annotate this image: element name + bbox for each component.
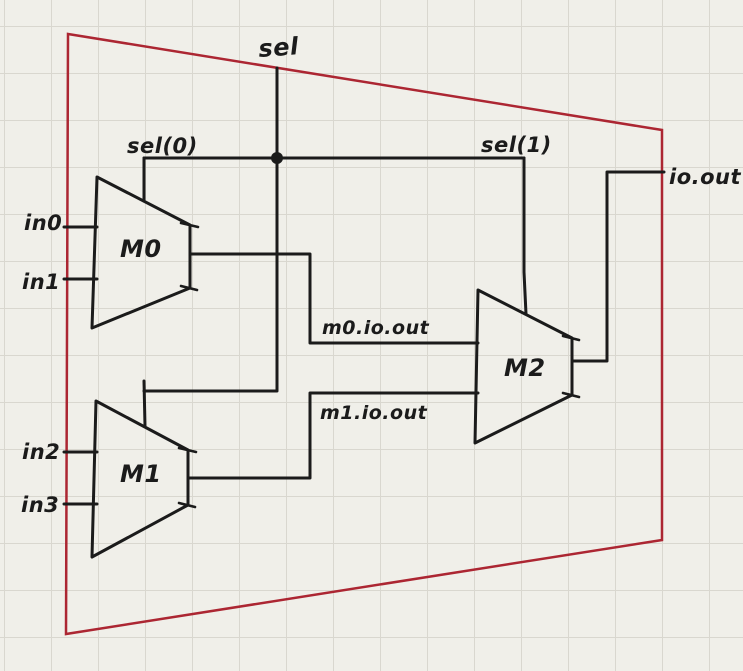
label-mux-m2: M2 (504, 354, 546, 382)
label-sel: sel (257, 32, 299, 63)
label-in2: in2 (22, 440, 60, 464)
label-mux-m1: M1 (120, 460, 162, 488)
wire-sel1-to-m2 (522, 156, 528, 316)
pen-tick (179, 221, 200, 229)
pen-tick (177, 446, 198, 454)
label-sel0: sel(0) (127, 134, 198, 158)
pen-tick (177, 501, 197, 509)
pen-tick (179, 284, 199, 292)
label-m1-io-out: m1.io.out (320, 402, 428, 424)
label-sel1: sel(1) (481, 133, 552, 157)
module-boundary-outline (64, 32, 664, 636)
label-in1: in1 (22, 270, 60, 294)
wire-sel0-m1-stub (142, 379, 147, 428)
wire-m0-io-out (188, 252, 480, 345)
label-m0-io-out: m0.io.out (322, 317, 430, 339)
label-mux-m0: M0 (120, 235, 162, 263)
wire-sel0-to-m1 (142, 156, 279, 393)
label-in3: in3 (21, 493, 59, 517)
wire-m1-io-out (186, 391, 480, 480)
wire-io-out (570, 170, 666, 363)
pen-tick (561, 391, 581, 399)
label-in0: in0 (24, 211, 62, 235)
pen-tick (561, 334, 581, 342)
label-io-out: io.out (669, 165, 741, 189)
